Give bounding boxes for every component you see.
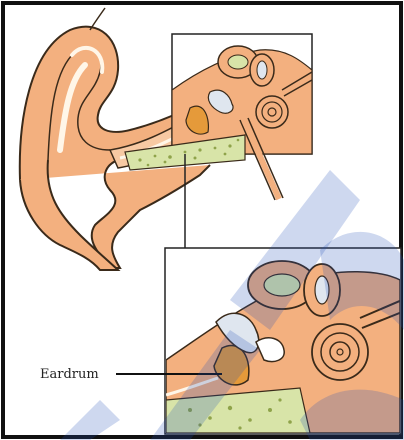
head-contour-line	[90, 8, 105, 30]
cochlea-small	[256, 96, 288, 128]
eardrum-label: Eardrum	[40, 367, 99, 382]
